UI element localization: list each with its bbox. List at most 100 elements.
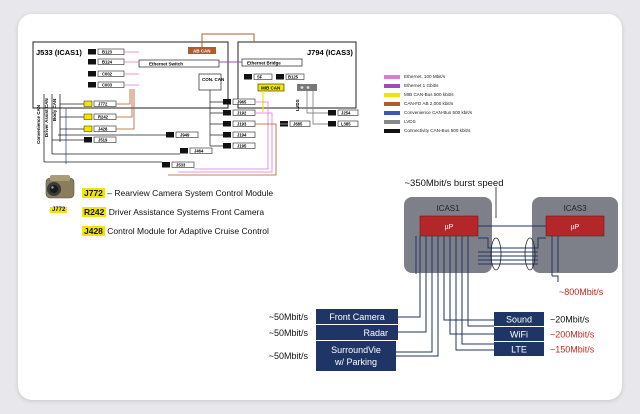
port-label: C003 (102, 83, 113, 88)
slide-card: J533 (ICAS1) Ethernet Switch AB CAN CON.… (18, 14, 622, 400)
legend-item: Connectivity CAN-Bus 500 kbit/s (384, 128, 470, 133)
legend-item: Convenience CAN-Bus 500 kbit/s (384, 110, 472, 115)
module-label: J949 (180, 133, 190, 138)
legend-swatch (384, 74, 400, 79)
camera-icon (40, 172, 80, 202)
input-label: Front Camera (329, 312, 385, 322)
module-label: J194 (237, 133, 247, 138)
ethernet-bridge-label: Ethernet Bridge (247, 61, 281, 66)
ethernet-switch (138, 59, 220, 68)
icas1-title: J533 (ICAS1) (36, 48, 82, 57)
input-label-line1: SurroundVie (331, 345, 381, 355)
output-wires (443, 236, 494, 351)
module-label: J519 (98, 138, 108, 143)
module-label: J772 (98, 102, 108, 107)
legend-item: MIB CAN-Bus 500 kbit/s (384, 92, 454, 97)
module-label: J965 (237, 100, 247, 105)
legend-swatch (384, 92, 400, 97)
input-label-line2: w/ Parking (334, 357, 377, 367)
legend-swatch (384, 128, 400, 133)
output-box-sound (494, 312, 544, 326)
legend-swatch (384, 110, 400, 115)
caption-row: R242 Driver Assistance Systems Front Cam… (82, 207, 264, 217)
caption-row: J428 Control Module for Adaptive Cruise … (82, 226, 269, 236)
input-box-surroundview (316, 341, 396, 371)
caption-text: Driver Assistance Systems Front Camera (108, 207, 265, 217)
module-label: J533 (176, 163, 186, 168)
side-label: Driver Assist CAN (44, 98, 49, 137)
port-label: B123 (102, 50, 113, 55)
ab-can-label: AB CAN (193, 49, 211, 54)
port-label: B124 (102, 60, 113, 65)
camera-code: J772 (50, 207, 68, 213)
icas3-label: ICAS3 (563, 204, 587, 213)
legend-label: LVDS (404, 119, 416, 124)
caption-code: R242 (82, 207, 107, 217)
bus-bundle-ring (490, 237, 502, 271)
port-label: C002 (102, 72, 113, 77)
port-label: B125 (288, 75, 299, 80)
output-label: LTE (511, 345, 527, 355)
caption-code: J772 (82, 188, 105, 198)
output-rate: ~20Mbit/s (550, 315, 590, 325)
output-rate: ~150Mbit/s (550, 345, 595, 355)
legend-label: MIB CAN-Bus 500 kbit/s (404, 92, 454, 97)
module-label: J254 (341, 111, 351, 116)
legend-swatch (384, 101, 400, 106)
legend-item: LVDS (384, 119, 416, 124)
icas3-title: J794 (ICAS3) (307, 48, 353, 57)
input-box-radar (316, 325, 398, 340)
side-label: Body CAN (52, 99, 57, 121)
icas1-label: ICAS1 (436, 204, 460, 213)
input-rate: ~50Mbit/s (269, 328, 309, 338)
legend-item: Ethernet 1 Gbit/s (384, 83, 438, 88)
module-label: J685 (293, 122, 303, 127)
icas1-ports: B123 B124 C002 C003 (88, 48, 125, 88)
caption-row: J772 – Rearview Camera System Control Mo… (82, 188, 273, 198)
con-can-label: CON. CAN (202, 77, 224, 82)
inter-icas-bus (478, 225, 559, 276)
legend-item: CAN-FD AB 2,000 kbit/s (384, 101, 453, 106)
cpu1-label: µP (445, 224, 454, 231)
camera-code-label: J772 (50, 207, 68, 213)
side-label: Convenience CAN (36, 105, 41, 144)
mib-can-label: MIB CAN (261, 86, 280, 91)
input-rate: ~50Mbit/s (269, 351, 309, 361)
caption-text: – Rearview Camera System Control Module (107, 188, 274, 198)
left-modules: J772 R242 J428 J519 (83, 100, 117, 143)
input-wires (396, 236, 439, 357)
legend-label: Ethernet, 100 Mbit/s (404, 74, 446, 79)
input-label: Radar (363, 328, 388, 338)
mid-modules: J949 J464 J533 (162, 131, 213, 168)
input-rate: ~50Mbit/s (269, 312, 309, 322)
input-box-front-camera (316, 309, 398, 324)
ab-can-block (188, 47, 216, 54)
legend-label: Convenience CAN-Bus 500 kbit/s (404, 110, 473, 115)
ethernet-switch-label: Ethernet Switch (149, 62, 183, 67)
output-label: Sound (506, 315, 532, 325)
legend-label: CAN-FD AB 2,000 kbit/s (404, 101, 454, 106)
lvds-modules: J685 J254 L385 (280, 109, 359, 127)
output-label: WiFi (510, 330, 528, 340)
legend-label: Connectivity CAN-Bus 500 kbit/s (404, 128, 471, 133)
legend-swatch (384, 119, 400, 124)
module-label: R242 (98, 115, 109, 120)
caption-code: J428 (82, 226, 105, 236)
cpu3-label: µP (571, 224, 580, 231)
bus-bundle-ring (524, 237, 536, 271)
right-modules: J965 J192 J193 J194 J195 (223, 98, 256, 149)
output-rate: ~200Mbit/s (550, 330, 595, 340)
burst-text: ~350Mbit/s burst speed (404, 178, 503, 189)
lvds-label: LVDS (295, 99, 300, 111)
burst-label: ~350Mbit/s burst speed (404, 178, 503, 189)
link-rate: ~800Mbit/s (559, 287, 604, 297)
output-box-lte (494, 342, 544, 356)
network-diagram: J533 (ICAS1) Ethernet Switch AB CAN CON.… (32, 33, 618, 371)
legend-swatch (384, 83, 400, 88)
module-label: J193 (237, 122, 247, 127)
module-label: J195 (237, 144, 247, 149)
legend-label: Ethernet 1 Gbit/s (404, 83, 439, 88)
module-label: J192 (237, 111, 247, 116)
module-label: J464 (194, 149, 204, 154)
output-box-wifi (494, 327, 544, 341)
